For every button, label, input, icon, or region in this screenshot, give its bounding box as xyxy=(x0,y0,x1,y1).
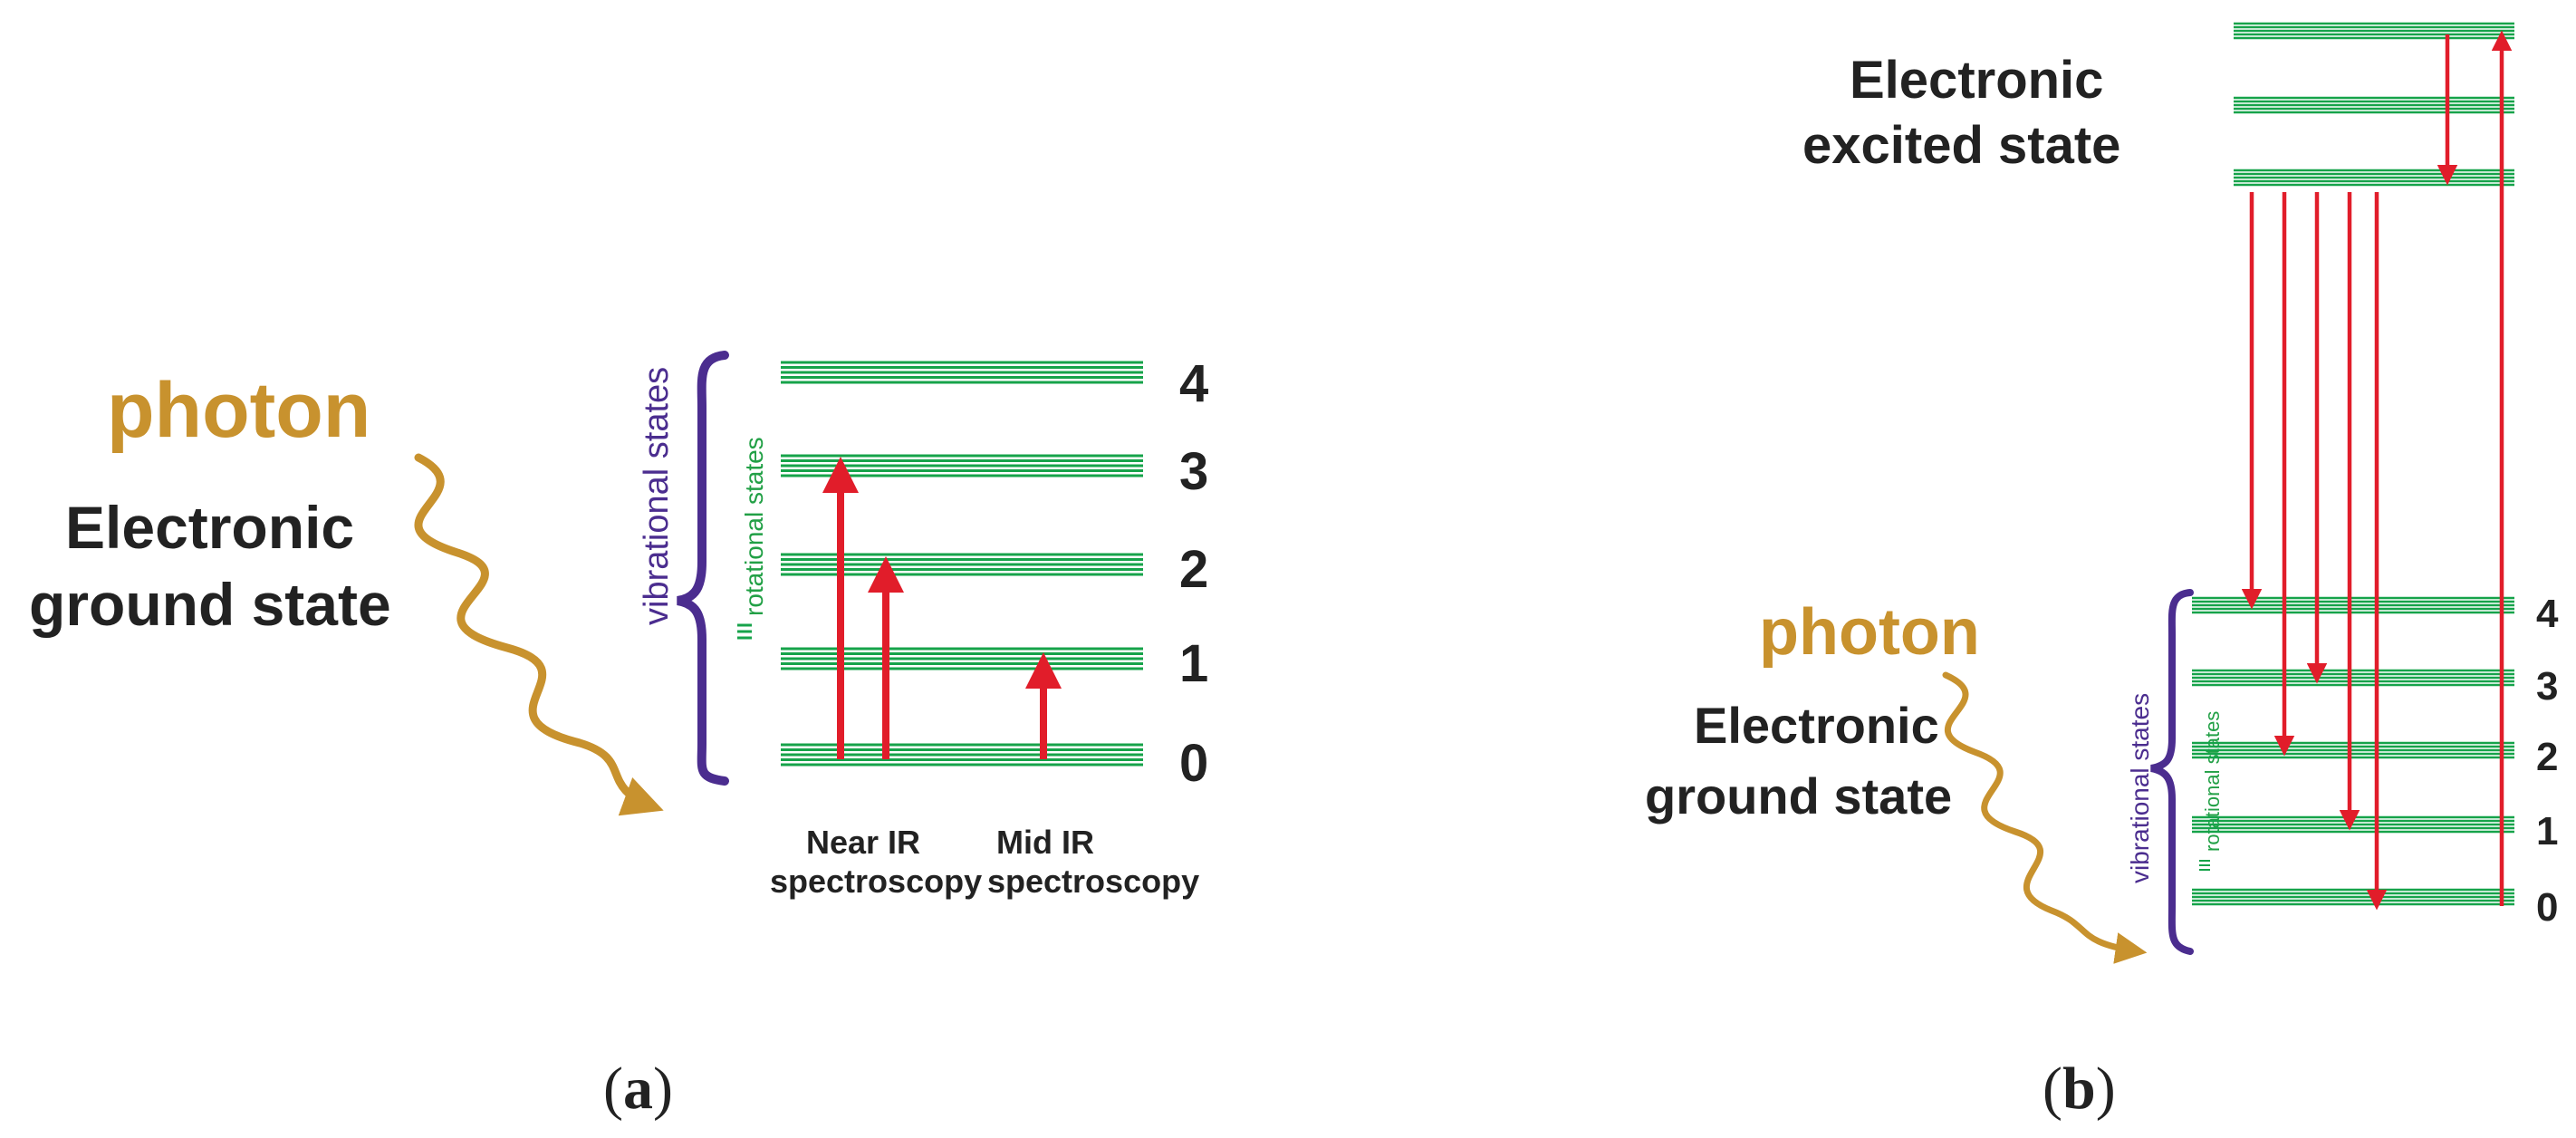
panel-b-level-number-3: 3 xyxy=(2536,664,2558,709)
panel-a-vibrational-brace xyxy=(676,351,729,786)
panel-a-level-0 xyxy=(781,743,1143,767)
panel-b-excited-level-2 xyxy=(2234,169,2514,187)
panel-a-level-number-1: 1 xyxy=(1179,634,1208,693)
panel-b-ground-level-4 xyxy=(2192,596,2514,614)
panel-a-rotational-ticks xyxy=(737,623,752,640)
panel-a-level-4 xyxy=(781,361,1143,384)
panel-b-excited-label-line2: excited state xyxy=(1802,116,2120,175)
panel-b-level-number-4: 4 xyxy=(2536,592,2559,636)
panel-b-caption: (b) xyxy=(2043,1056,2116,1122)
panel-a-level-1 xyxy=(781,647,1143,670)
panel-b-ground-level-0 xyxy=(2192,888,2514,906)
panel-b-rotational-label: rotational states xyxy=(2201,711,2224,852)
panel-b-level-number-0: 0 xyxy=(2536,885,2558,930)
panel-a-transition-arrows xyxy=(822,457,1062,759)
panel-a-state-label-line1: Electronic xyxy=(65,494,354,561)
panel-b-state-label-line1: Electronic xyxy=(1694,697,1939,754)
panel-a-state-label-line2: ground state xyxy=(29,571,391,638)
panel-a-photon-label: photon xyxy=(107,367,370,454)
panel-b-ground-level-3 xyxy=(2192,669,2514,687)
panel-a-level-2 xyxy=(781,553,1143,576)
panel-a: photon Electronic ground state vibration… xyxy=(29,351,1208,1122)
panel-a-vibrational-label: vibrational states xyxy=(638,367,676,625)
panel-a-level-number-4: 4 xyxy=(1179,354,1208,413)
panel-b-ground-level-2 xyxy=(2192,741,2514,759)
panel-a-near-ir-line2: spectroscopy xyxy=(770,863,982,900)
panel-b-rotational-ticks xyxy=(2199,860,2210,871)
panel-a-levels xyxy=(781,361,1143,767)
panel-b-levels xyxy=(2192,22,2514,906)
panel-b-ground-level-1 xyxy=(2192,815,2514,834)
panel-a-near-ir-line1: Near IR xyxy=(806,824,920,861)
panel-b-transition-arrows xyxy=(2241,30,2513,911)
panel-b-photon-label: photon xyxy=(1759,596,1980,669)
panel-b: Electronic excited state photon Electron… xyxy=(1645,22,2559,1122)
panel-b-photon-wave xyxy=(1942,671,2148,964)
panel-a-level-number-3: 3 xyxy=(1179,442,1208,501)
panel-b-excited-level-1 xyxy=(2234,96,2514,114)
panel-b-level-number-2: 2 xyxy=(2536,735,2558,779)
panel-a-level-3 xyxy=(781,454,1143,477)
panel-a-level-number-2: 2 xyxy=(1179,540,1208,599)
panel-a-caption: (a) xyxy=(603,1056,673,1122)
panel-b-vibrational-label: vibrational states xyxy=(2126,693,2154,883)
panel-a-level-number-0: 0 xyxy=(1179,734,1208,793)
panel-b-state-label-line2: ground state xyxy=(1645,767,1952,825)
panel-b-level-number-1: 1 xyxy=(2536,809,2558,854)
panel-a-photon-wave xyxy=(414,453,664,816)
panel-a-rotational-label: rotational states xyxy=(740,437,768,616)
panel-a-mid-ir-line1: Mid IR xyxy=(996,824,1094,861)
panel-a-mid-ir-line2: spectroscopy xyxy=(987,863,1199,900)
panel-b-vibrational-brace xyxy=(2150,589,2194,955)
panel-b-excited-level-0 xyxy=(2234,22,2514,40)
panel-b-excited-label-line1: Electronic xyxy=(1850,51,2103,110)
